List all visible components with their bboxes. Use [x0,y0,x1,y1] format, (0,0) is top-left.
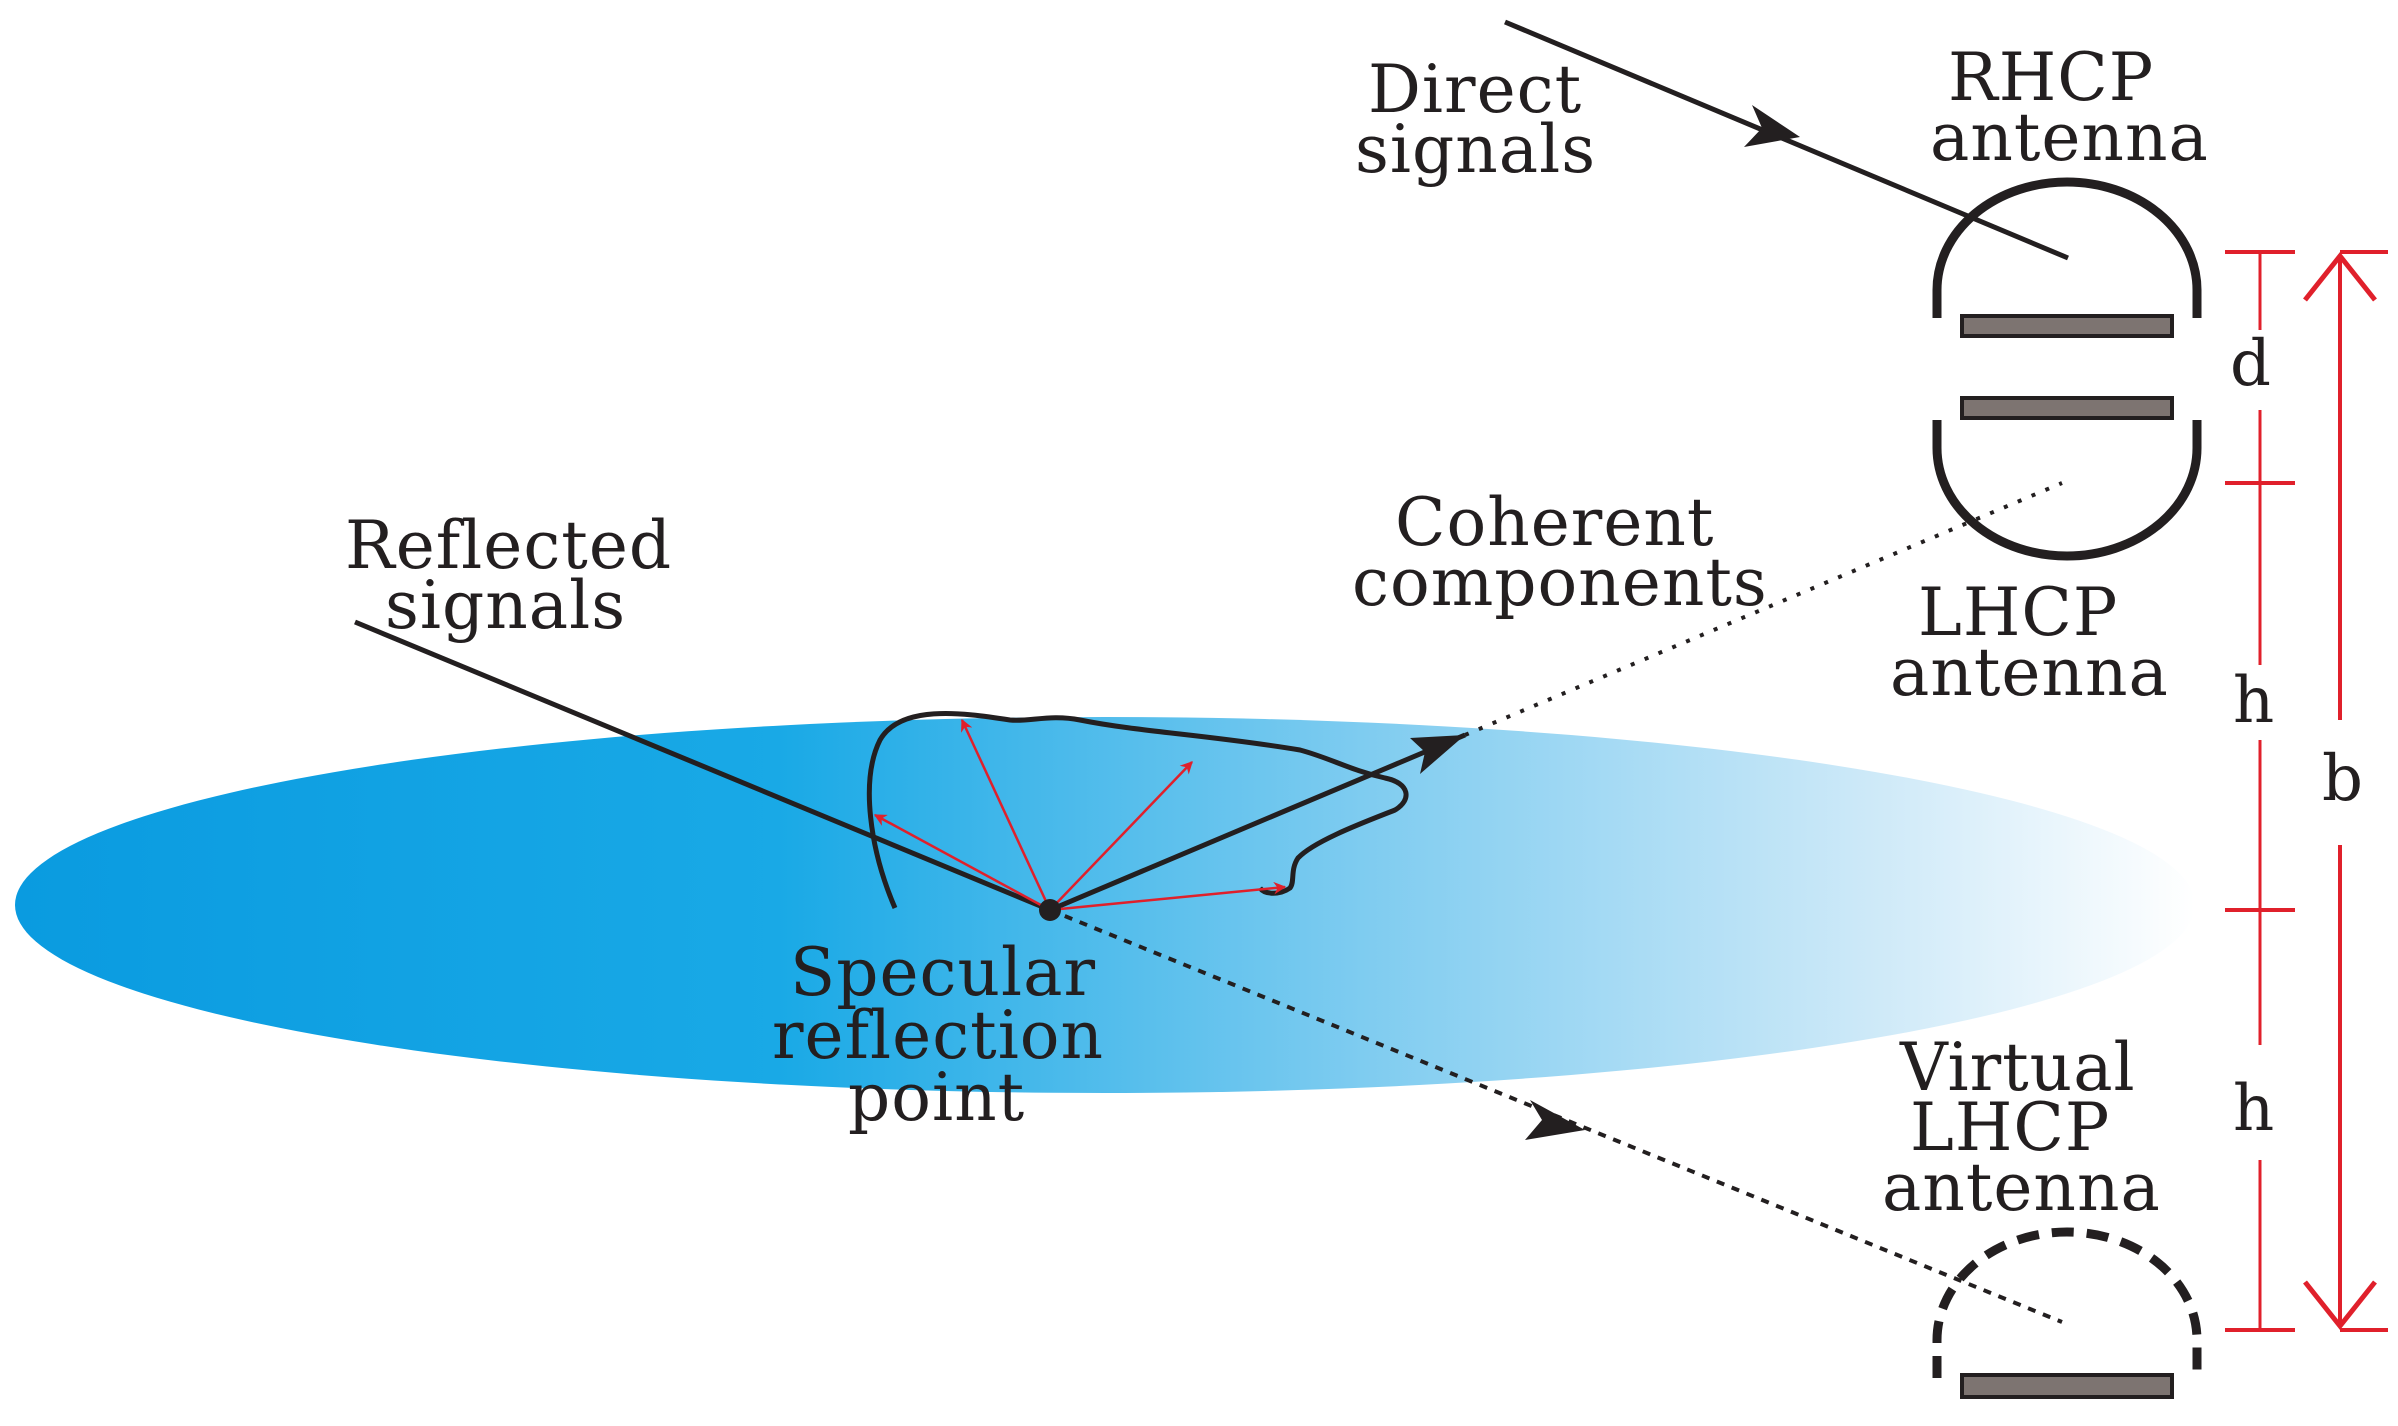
label-line: Virtual [1899,1029,2136,1106]
label-line: Reflected [345,507,672,584]
scatter-arrow [1049,881,1287,912]
scatter-arrow [960,718,1052,911]
label-reflected-signals: Reflected signals [345,507,672,644]
label-line: Direct [1368,51,1582,128]
lhcp-antenna [1932,396,2202,561]
coherent-arrowhead [1410,735,1465,774]
dim-label-h-lower: h [2233,1072,2274,1146]
label-line: antenna [1882,1149,2161,1226]
label-rhcp-antenna: RHCP antenna [1930,39,2209,176]
b-arrowhead-down [2303,1280,2377,1331]
dim-label-b: b [2322,742,2363,816]
dimension-lines [2225,250,2388,1332]
label-line: antenna [1890,634,2169,711]
specular-reflection-point-dot [1039,899,1061,921]
reflected-signal-ray [354,619,1051,913]
label-line: components [1352,544,1768,621]
label-coherent-components: Coherent components [1352,484,1768,621]
scattered-components [873,718,1287,912]
direct-signal-arrowhead [1744,105,1800,147]
label-direct-signals: Direct signals [1355,51,1596,188]
dim-label-d: d [2230,327,2271,401]
scattering-pattern-lobe [866,711,1409,909]
label-line: Coherent [1395,484,1714,561]
label-line: signals [385,567,626,644]
virtual-antenna-path [1049,908,2063,1324]
b-arrowhead-up [2303,251,2377,302]
coherent-component-ray [1049,481,2063,913]
dim-label-h-upper: h [2233,664,2274,738]
virtual-path-arrowhead [1525,1100,1585,1140]
label-line: antenna [1930,99,2209,176]
label-virtual-lhcp-antenna: Virtual LHCP antenna [1882,1029,2161,1226]
label-line: RHCP [1948,39,2154,116]
virtual-lhcp-antenna [1932,1227,2202,1399]
label-lhcp-antenna: LHCP antenna [1890,574,2169,711]
label-line: signals [1355,111,1596,188]
rhcp-antenna [1932,177,2202,338]
scatter-arrow [1049,761,1193,911]
label-line: LHCP [1910,1089,2110,1166]
label-line: point [848,1059,1025,1136]
label-line: Specular [790,934,1096,1011]
scatter-arrow [873,813,1051,912]
label-specular-reflection-point: Specular reflection point [772,934,1104,1136]
label-line: LHCP [1918,574,2118,651]
label-line: reflection [772,997,1104,1074]
